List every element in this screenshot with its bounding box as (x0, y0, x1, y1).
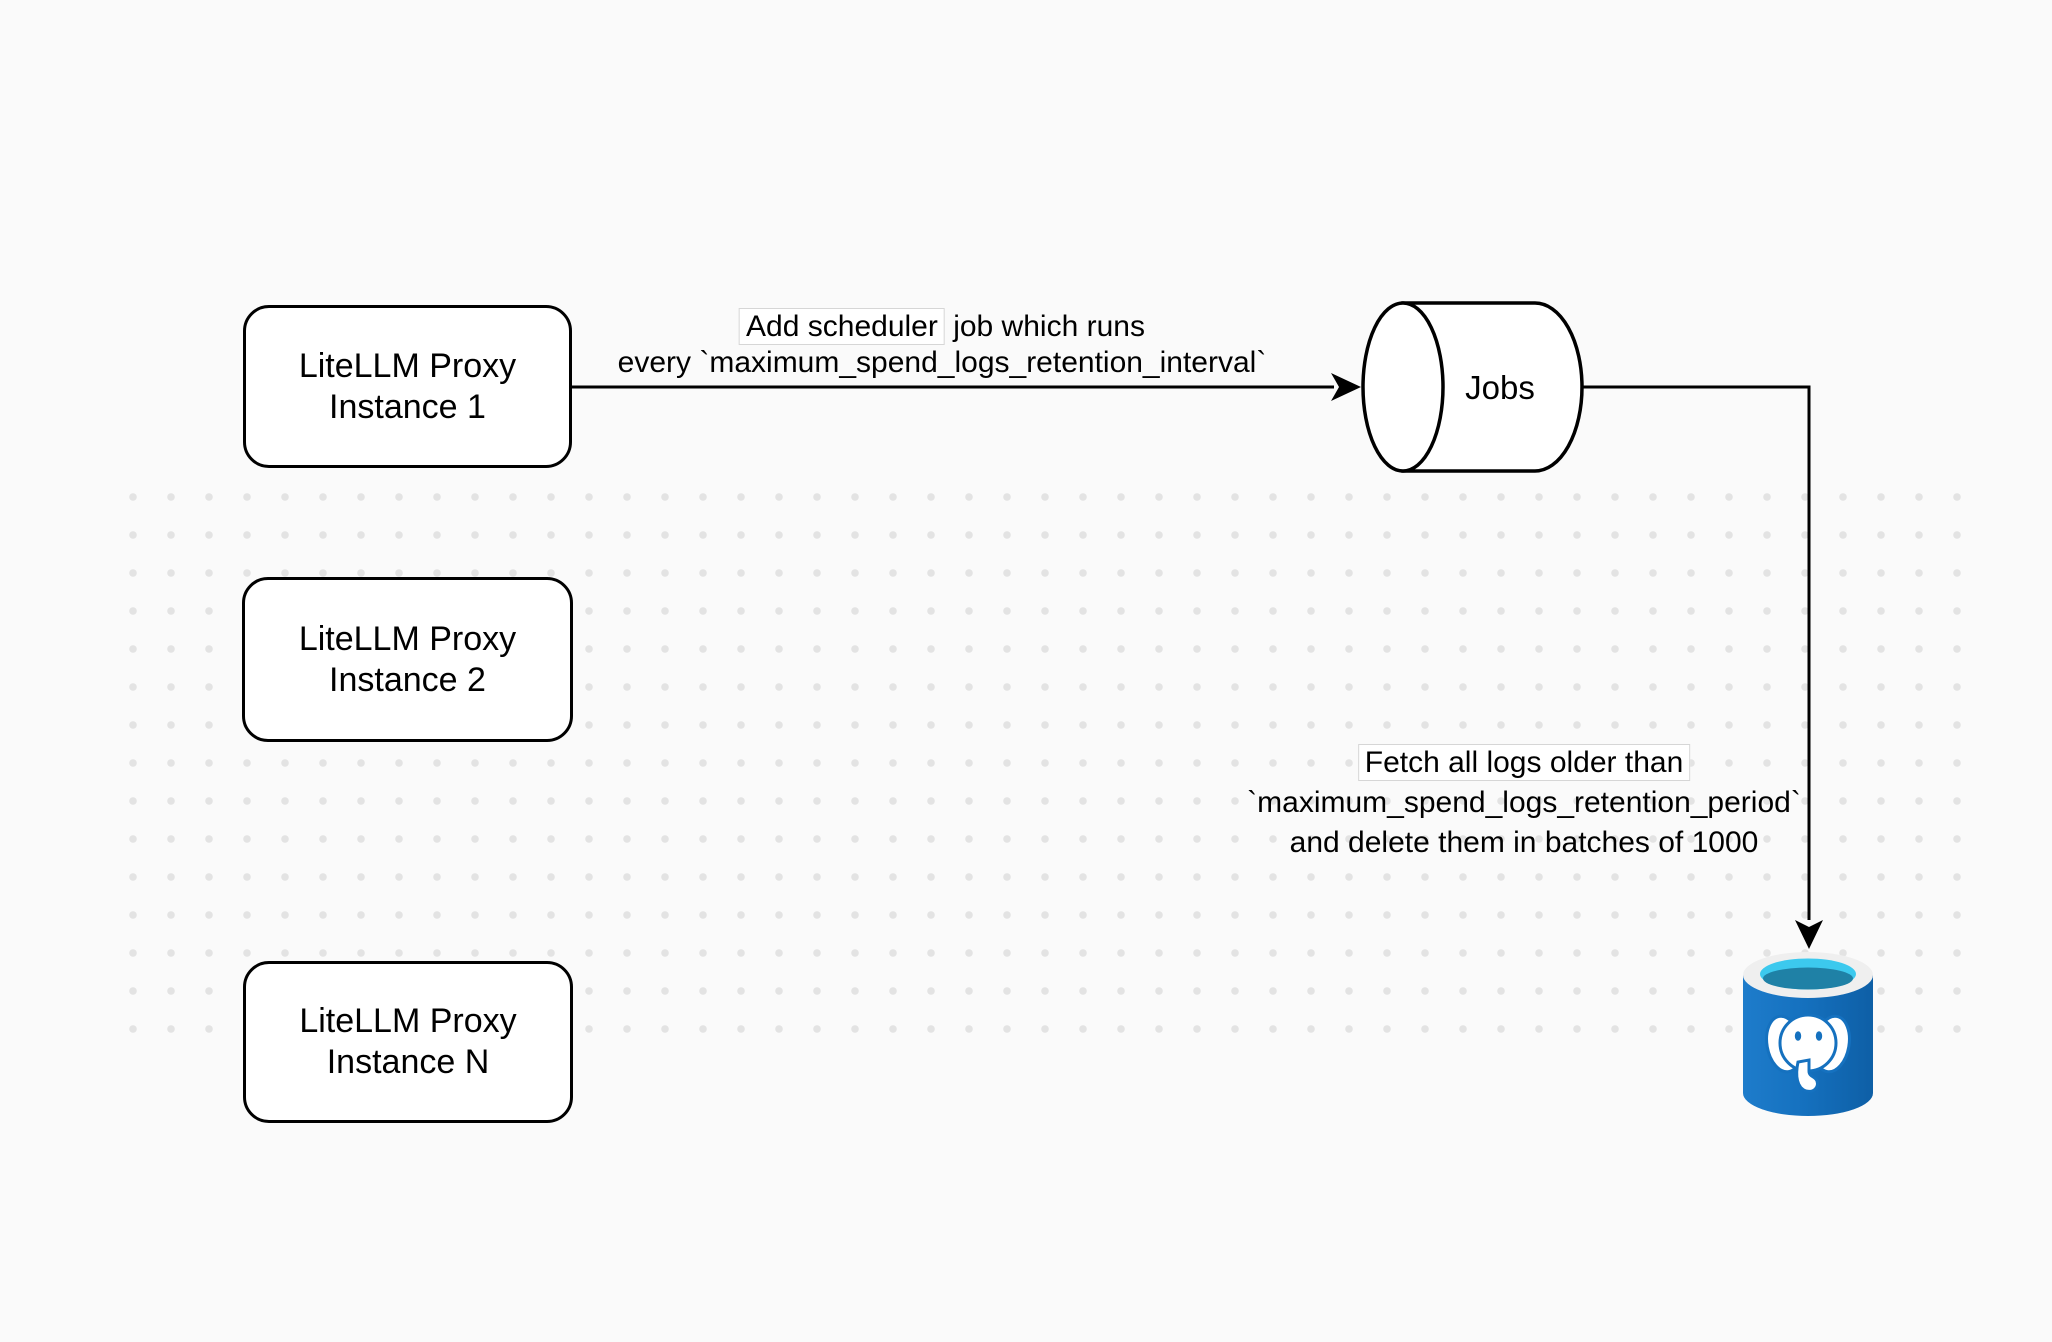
node-label-line: Instance 1 (329, 387, 486, 426)
edge-label-cleanup: Fetch all logs older than `maximum_spend… (1247, 743, 1801, 863)
node-label-line: LiteLLM Proxy (298, 619, 517, 658)
arrowhead-right-icon (1331, 373, 1361, 401)
node-litellm-proxy-instance-2: LiteLLM Proxy Instance 2 (242, 577, 573, 742)
postgresql-database-icon (1743, 952, 1873, 1116)
edge-label-scheduler: Add scheduler job which runs every `maxi… (617, 308, 1267, 381)
edge-label-line: and delete them in batches of 1000 (1289, 826, 1759, 859)
edge-label-boxed-text: Fetch all logs older than (1357, 744, 1691, 781)
edge-label-line: every `maximum_spend_logs_retention_inte… (617, 346, 1267, 379)
arrowhead-down-icon (1795, 920, 1823, 949)
jobs-cylinder-cap (1361, 301, 1445, 473)
node-litellm-proxy-instance-n: LiteLLM Proxy Instance N (243, 961, 573, 1123)
jobs-node-label: Jobs (1465, 369, 1535, 406)
elephant-trunk (1795, 1058, 1819, 1093)
database-opening-shadow (1763, 967, 1853, 990)
node-label-line: LiteLLM Proxy (298, 346, 517, 385)
node-label-line: LiteLLM Proxy (299, 1002, 517, 1040)
elephant-right-eye (1815, 1031, 1823, 1041)
edge-label-line: Add scheduler job which runs (618, 308, 1267, 345)
jobs-cylinder-body (1401, 301, 1584, 473)
node-label-line: Instance N (326, 1043, 490, 1081)
elephant-left-eye (1794, 1031, 1802, 1041)
edge-label-text: job which runs (953, 310, 1145, 343)
edge-label-boxed-text: Add scheduler (739, 308, 945, 345)
edge-label-line: Fetch all logs older than (1247, 743, 1801, 783)
edge-jobs-to-postgres (1582, 385, 1811, 920)
jobs-queue-cylinder-icon (1361, 301, 1584, 473)
node-label-line: Instance 2 (329, 660, 486, 699)
node-litellm-proxy-instance-1: LiteLLM Proxy Instance 1 (243, 305, 572, 468)
postgres-elephant-icon (1765, 1013, 1851, 1093)
edge-label-line: `maximum_spend_logs_retention_period` (1247, 786, 1801, 819)
